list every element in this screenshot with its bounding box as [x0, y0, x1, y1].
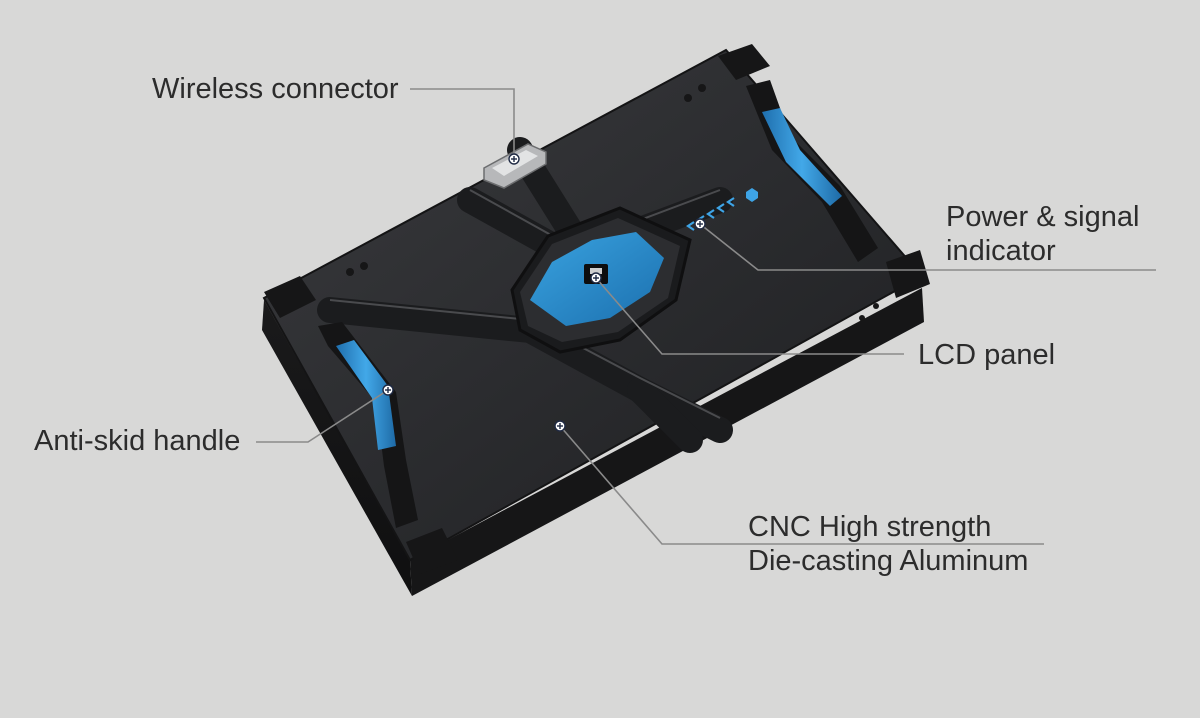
corner-blocks [264, 44, 930, 574]
leader-lines [256, 88, 1156, 545]
cabinet-side [262, 288, 924, 596]
leader-wireless [410, 88, 515, 159]
indicator-arrows [686, 188, 758, 231]
leader-cnc [559, 425, 1044, 545]
label-wireless-connector: Wireless connector [152, 73, 399, 105]
right-handle [746, 80, 878, 262]
left-handle [318, 322, 418, 528]
plus-in-circle-icon [508, 153, 520, 165]
label-cnc-line2: Die-casting Aluminum [748, 545, 1029, 577]
leader-lcd [595, 277, 904, 355]
label-anti-skid-handle: Anti-skid handle [34, 425, 241, 457]
plus-in-circle-icon [382, 384, 394, 396]
plus-in-circle-icon [590, 272, 602, 284]
screw-holes [346, 84, 879, 321]
label-power-signal-line1: Power & signal [946, 201, 1140, 233]
label-cnc-line1: CNC High strength [748, 511, 992, 543]
leader-power [699, 223, 1156, 271]
label-power-signal-line2: indicator [946, 235, 1056, 267]
plus-in-circle-icon [554, 420, 566, 432]
label-lcd-panel: LCD panel [918, 339, 1056, 371]
plus-in-circle-icon [694, 218, 706, 230]
leader-handle [256, 389, 389, 443]
